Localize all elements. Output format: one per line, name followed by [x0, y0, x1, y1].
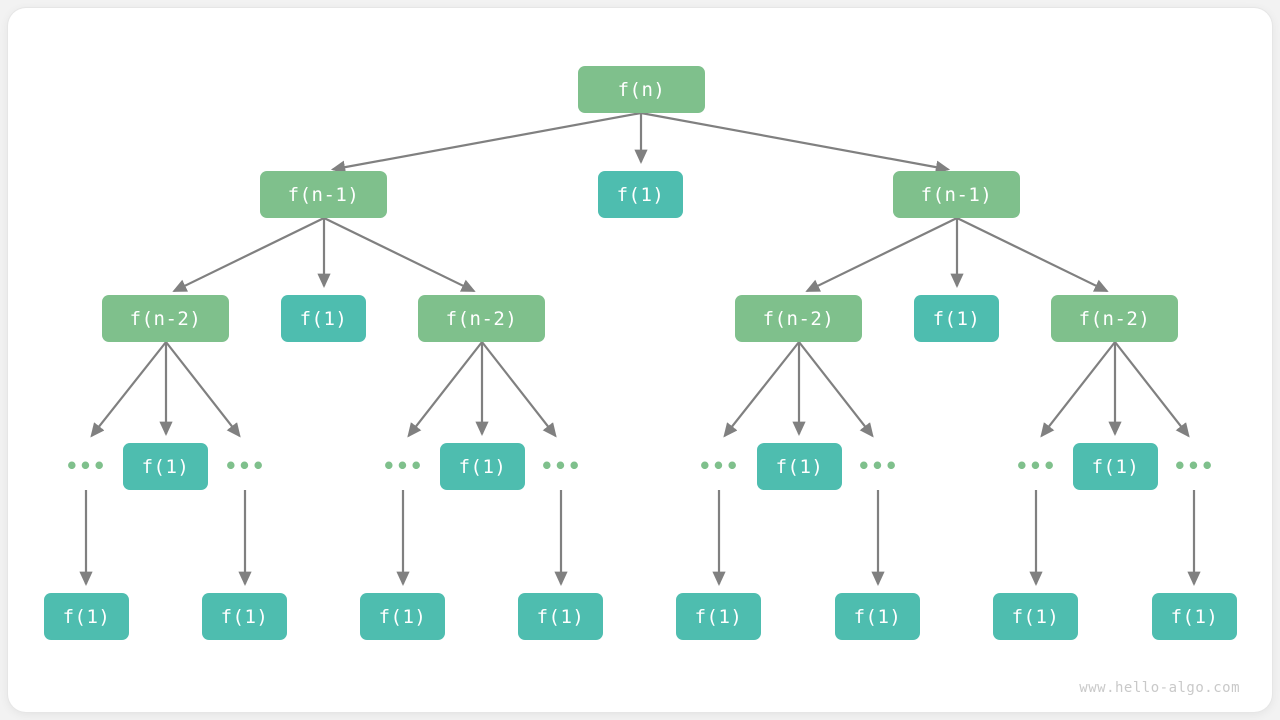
- tree-node-n2a[interactable]: f(n-1): [260, 171, 387, 218]
- tree-edge: [481, 341, 557, 438]
- ellipsis-marker-e4c: •••: [382, 453, 424, 478]
- ellipsis-marker-e4f: •••: [857, 453, 899, 478]
- tree-node-n4d[interactable]: f(1): [1073, 443, 1158, 490]
- tree-edge: [798, 341, 874, 438]
- tree-node-n5h[interactable]: f(1): [1152, 593, 1237, 640]
- tree-edge: [323, 217, 476, 293]
- tree-node-n5a[interactable]: f(1): [44, 593, 129, 640]
- tree-node-n4c[interactable]: f(1): [757, 443, 842, 490]
- tree-edge: [165, 341, 241, 438]
- tree-node-n5b[interactable]: f(1): [202, 593, 287, 640]
- ellipsis-marker-e4h: •••: [1173, 453, 1215, 478]
- tree-node-n2b[interactable]: f(1): [598, 171, 683, 218]
- tree-edge: [723, 341, 800, 438]
- tree-node-n4a[interactable]: f(1): [123, 443, 208, 490]
- tree-node-n1[interactable]: f(n): [578, 66, 705, 113]
- tree-edge: [1040, 341, 1116, 438]
- tree-edge: [330, 111, 642, 174]
- tree-edge: [407, 341, 483, 438]
- tree-edge: [90, 341, 167, 438]
- tree-node-n3a[interactable]: f(n-2): [102, 295, 229, 342]
- tree-edge: [805, 217, 958, 293]
- tree-edge: [1114, 341, 1190, 438]
- ellipsis-marker-e4g: •••: [1015, 453, 1057, 478]
- tree-edge: [640, 111, 951, 174]
- tree-node-n5c[interactable]: f(1): [360, 593, 445, 640]
- watermark: www.hello-algo.com: [1079, 680, 1240, 696]
- ellipsis-marker-e4a: •••: [65, 453, 107, 478]
- tree-node-n5d[interactable]: f(1): [518, 593, 603, 640]
- tree-node-n3e[interactable]: f(1): [914, 295, 999, 342]
- tree-edges: [79, 111, 1201, 586]
- tree-node-n5f[interactable]: f(1): [835, 593, 920, 640]
- tree-node-n5e[interactable]: f(1): [676, 593, 761, 640]
- tree-node-n2c[interactable]: f(n-1): [893, 171, 1020, 218]
- tree-node-n3c[interactable]: f(n-2): [418, 295, 545, 342]
- tree-node-n3f[interactable]: f(n-2): [1051, 295, 1178, 342]
- tree-edge: [956, 217, 1109, 293]
- tree-node-n4b[interactable]: f(1): [440, 443, 525, 490]
- tree-edge: [172, 217, 325, 293]
- ellipsis-marker-e4d: •••: [540, 453, 582, 478]
- ellipsis-marker-e4b: •••: [224, 453, 266, 478]
- tree-node-n3b[interactable]: f(1): [281, 295, 366, 342]
- tree-node-n5g[interactable]: f(1): [993, 593, 1078, 640]
- ellipsis-marker-e4e: •••: [698, 453, 740, 478]
- tree-node-n3d[interactable]: f(n-2): [735, 295, 862, 342]
